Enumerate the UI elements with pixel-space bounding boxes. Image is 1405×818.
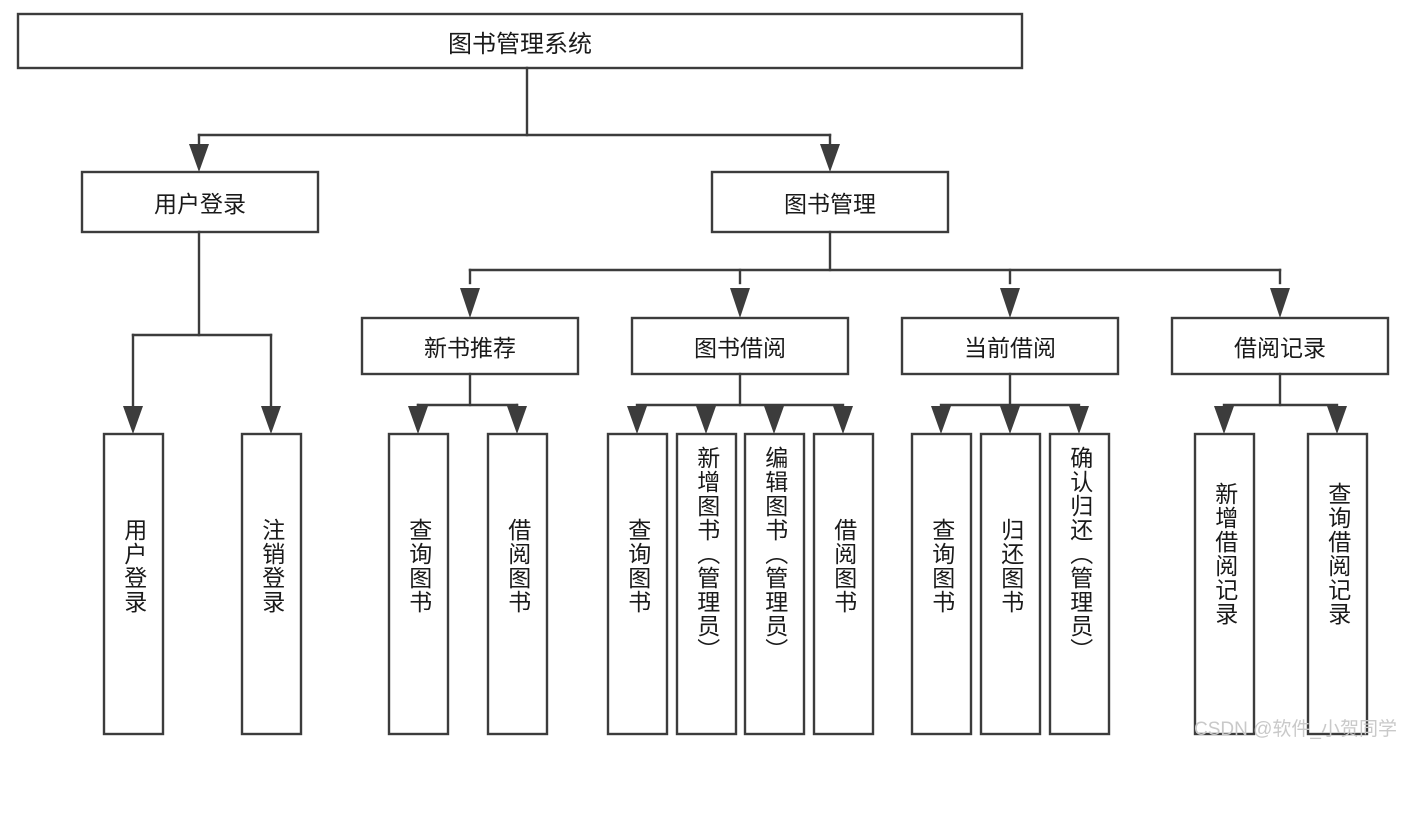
node-box-leaf-cb-query[interactable] (910, 432, 973, 736)
node-box-leaf-br-add[interactable] (1193, 432, 1256, 736)
node-box-root[interactable] (16, 12, 1024, 70)
arrowhead-leaf-bb-borrow (833, 406, 853, 434)
arrowhead-leaf-cb-query (931, 406, 951, 434)
diagram-root: 图书管理系统 用户登录 图书管理 新书推荐 图书借阅 当前借阅 借阅记录 用户登… (16, 12, 1397, 740)
node-box-leaf-user-login[interactable] (102, 432, 165, 736)
arrowhead-leaf-rec-query (408, 406, 428, 434)
node-box-leaf-rec-query[interactable] (387, 432, 450, 736)
arrowhead-current-borrow (1000, 288, 1020, 318)
node-box-current-borrow[interactable] (900, 316, 1120, 376)
node-box-leaf-cb-return[interactable] (979, 432, 1042, 736)
arrowhead-leaf-bb-query (627, 406, 647, 434)
arrowhead-leaf-cb-return (1000, 406, 1020, 434)
arrowhead-book-manage (820, 144, 840, 172)
node-box-leaf-bb-query[interactable] (606, 432, 669, 736)
node-box-leaf-logout[interactable] (240, 432, 303, 736)
arrowhead-book-borrow (730, 288, 750, 318)
node-box-leaf-cb-confirm[interactable] (1048, 432, 1111, 736)
arrowhead-borrow-record (1270, 288, 1290, 318)
arrowhead-new-book-rec (460, 288, 480, 318)
node-box-leaf-bb-add[interactable] (675, 432, 738, 736)
arrowhead-leaf-bb-add (696, 406, 716, 434)
node-box-book-manage[interactable] (710, 170, 950, 234)
arrowhead-leaf-rec-borrow (507, 406, 527, 434)
arrowhead-user-login (189, 144, 209, 172)
arrowhead-leaf-cb-confirm (1069, 406, 1089, 434)
node-box-new-book-rec[interactable] (360, 316, 580, 376)
node-box-leaf-bb-edit[interactable] (743, 432, 806, 736)
node-box-leaf-bb-borrow[interactable] (812, 432, 875, 736)
arrowhead-leaf-user-login (123, 406, 143, 434)
node-box-leaf-rec-borrow[interactable] (486, 432, 549, 736)
node-box-borrow-record[interactable] (1170, 316, 1390, 376)
arrowhead-leaf-br-query (1327, 406, 1347, 434)
node-box-book-borrow[interactable] (630, 316, 850, 376)
arrowhead-leaf-bb-edit (764, 406, 784, 434)
diagram-canvas (16, 12, 1390, 736)
node-box-leaf-br-query[interactable] (1306, 432, 1369, 736)
arrowhead-leaf-logout (261, 406, 281, 434)
arrowhead-leaf-br-add (1214, 406, 1234, 434)
node-box-user-login[interactable] (80, 170, 320, 234)
